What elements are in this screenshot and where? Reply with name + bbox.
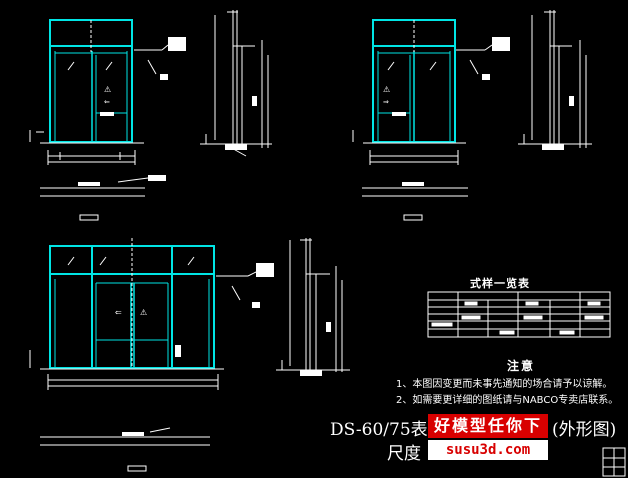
spec-table-title: 式样一览表: [470, 277, 530, 290]
drawing-title-tail: (外形图): [552, 420, 617, 440]
watermark-url: susu3d.com: [428, 440, 548, 460]
section-view-bottom: [216, 238, 350, 376]
title-block: [602, 447, 626, 477]
door-elevation-top-left: ⚠ ⇐: [29, 19, 166, 221]
note-item: 1、本图因变更而未事先通知的场合请予以谅解。: [396, 379, 613, 390]
drawing-title: DS-60/75表面: [330, 420, 445, 440]
svg-text:⇐: ⇐: [115, 308, 122, 317]
spec-table: [427, 291, 611, 338]
svg-text:⇐: ⇐: [104, 98, 110, 106]
note-item: 2、如需要更详细的图纸请与NABCO专卖店联系。: [396, 395, 619, 406]
section-view-top-right: [456, 10, 592, 150]
watermark-banner: 好模型任你下: [428, 414, 548, 438]
notes-title: 注意: [507, 359, 536, 373]
section-view-top-left: [134, 10, 272, 157]
svg-text:⚠: ⚠: [140, 308, 147, 317]
svg-text:⚠: ⚠: [104, 85, 111, 94]
svg-text:⇒: ⇒: [383, 98, 389, 106]
door-elevation-top-right: ⚠ ⇒: [352, 19, 468, 221]
drawing-subtitle: 尺度: [387, 444, 421, 464]
door-elevation-bottom-wide: ⇐ ⚠: [29, 238, 224, 472]
svg-text:⚠: ⚠: [383, 85, 390, 94]
